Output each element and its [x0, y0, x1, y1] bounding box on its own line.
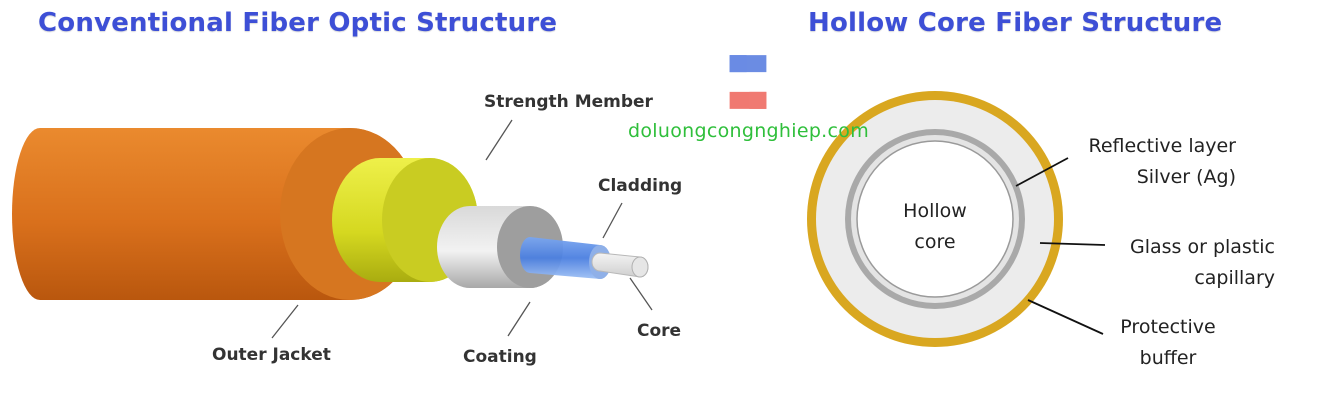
label-capillary-line2: capillary — [1194, 267, 1275, 289]
label-buffer-line1: Protective — [1120, 316, 1216, 338]
label-reflective-line1: Reflective layer — [1088, 135, 1236, 157]
watermark-text: doluongcongnghiep.com — [628, 120, 869, 142]
title-conventional-fiber: Conventional Fiber Optic Structure — [38, 8, 558, 38]
label-capillary: Glass or plastic capillary — [1100, 232, 1275, 294]
hollow-core — [856, 140, 1014, 298]
label-hollow-core: Hollow core — [885, 196, 985, 258]
label-capillary-line1: Glass or plastic — [1129, 236, 1275, 258]
label-cladding: Cladding — [598, 176, 683, 196]
label-buffer-line2: buffer — [1139, 347, 1197, 369]
label-reflective-line2: Silver (Ag) — [1136, 166, 1236, 188]
label-reflective-layer: Reflective layer Silver (Ag) — [1056, 131, 1236, 193]
label-protective-buffer: Protective buffer — [1103, 312, 1233, 374]
label-coating: Coating — [463, 347, 537, 367]
watermark-logo-icon — [729, 55, 767, 109]
label-outer-jacket: Outer Jacket — [212, 345, 331, 365]
leader-lines-hollow — [1015, 157, 1106, 335]
title-hollow-core-fiber: Hollow Core Fiber Structure — [808, 8, 1223, 38]
label-hollow-core-line2: core — [914, 231, 956, 253]
leader-lines-conventional — [271, 119, 653, 339]
label-strength-member: Strength Member — [484, 92, 653, 112]
label-hollow-core-line1: Hollow — [903, 200, 967, 222]
label-core: Core — [637, 321, 682, 341]
core — [591, 252, 649, 278]
